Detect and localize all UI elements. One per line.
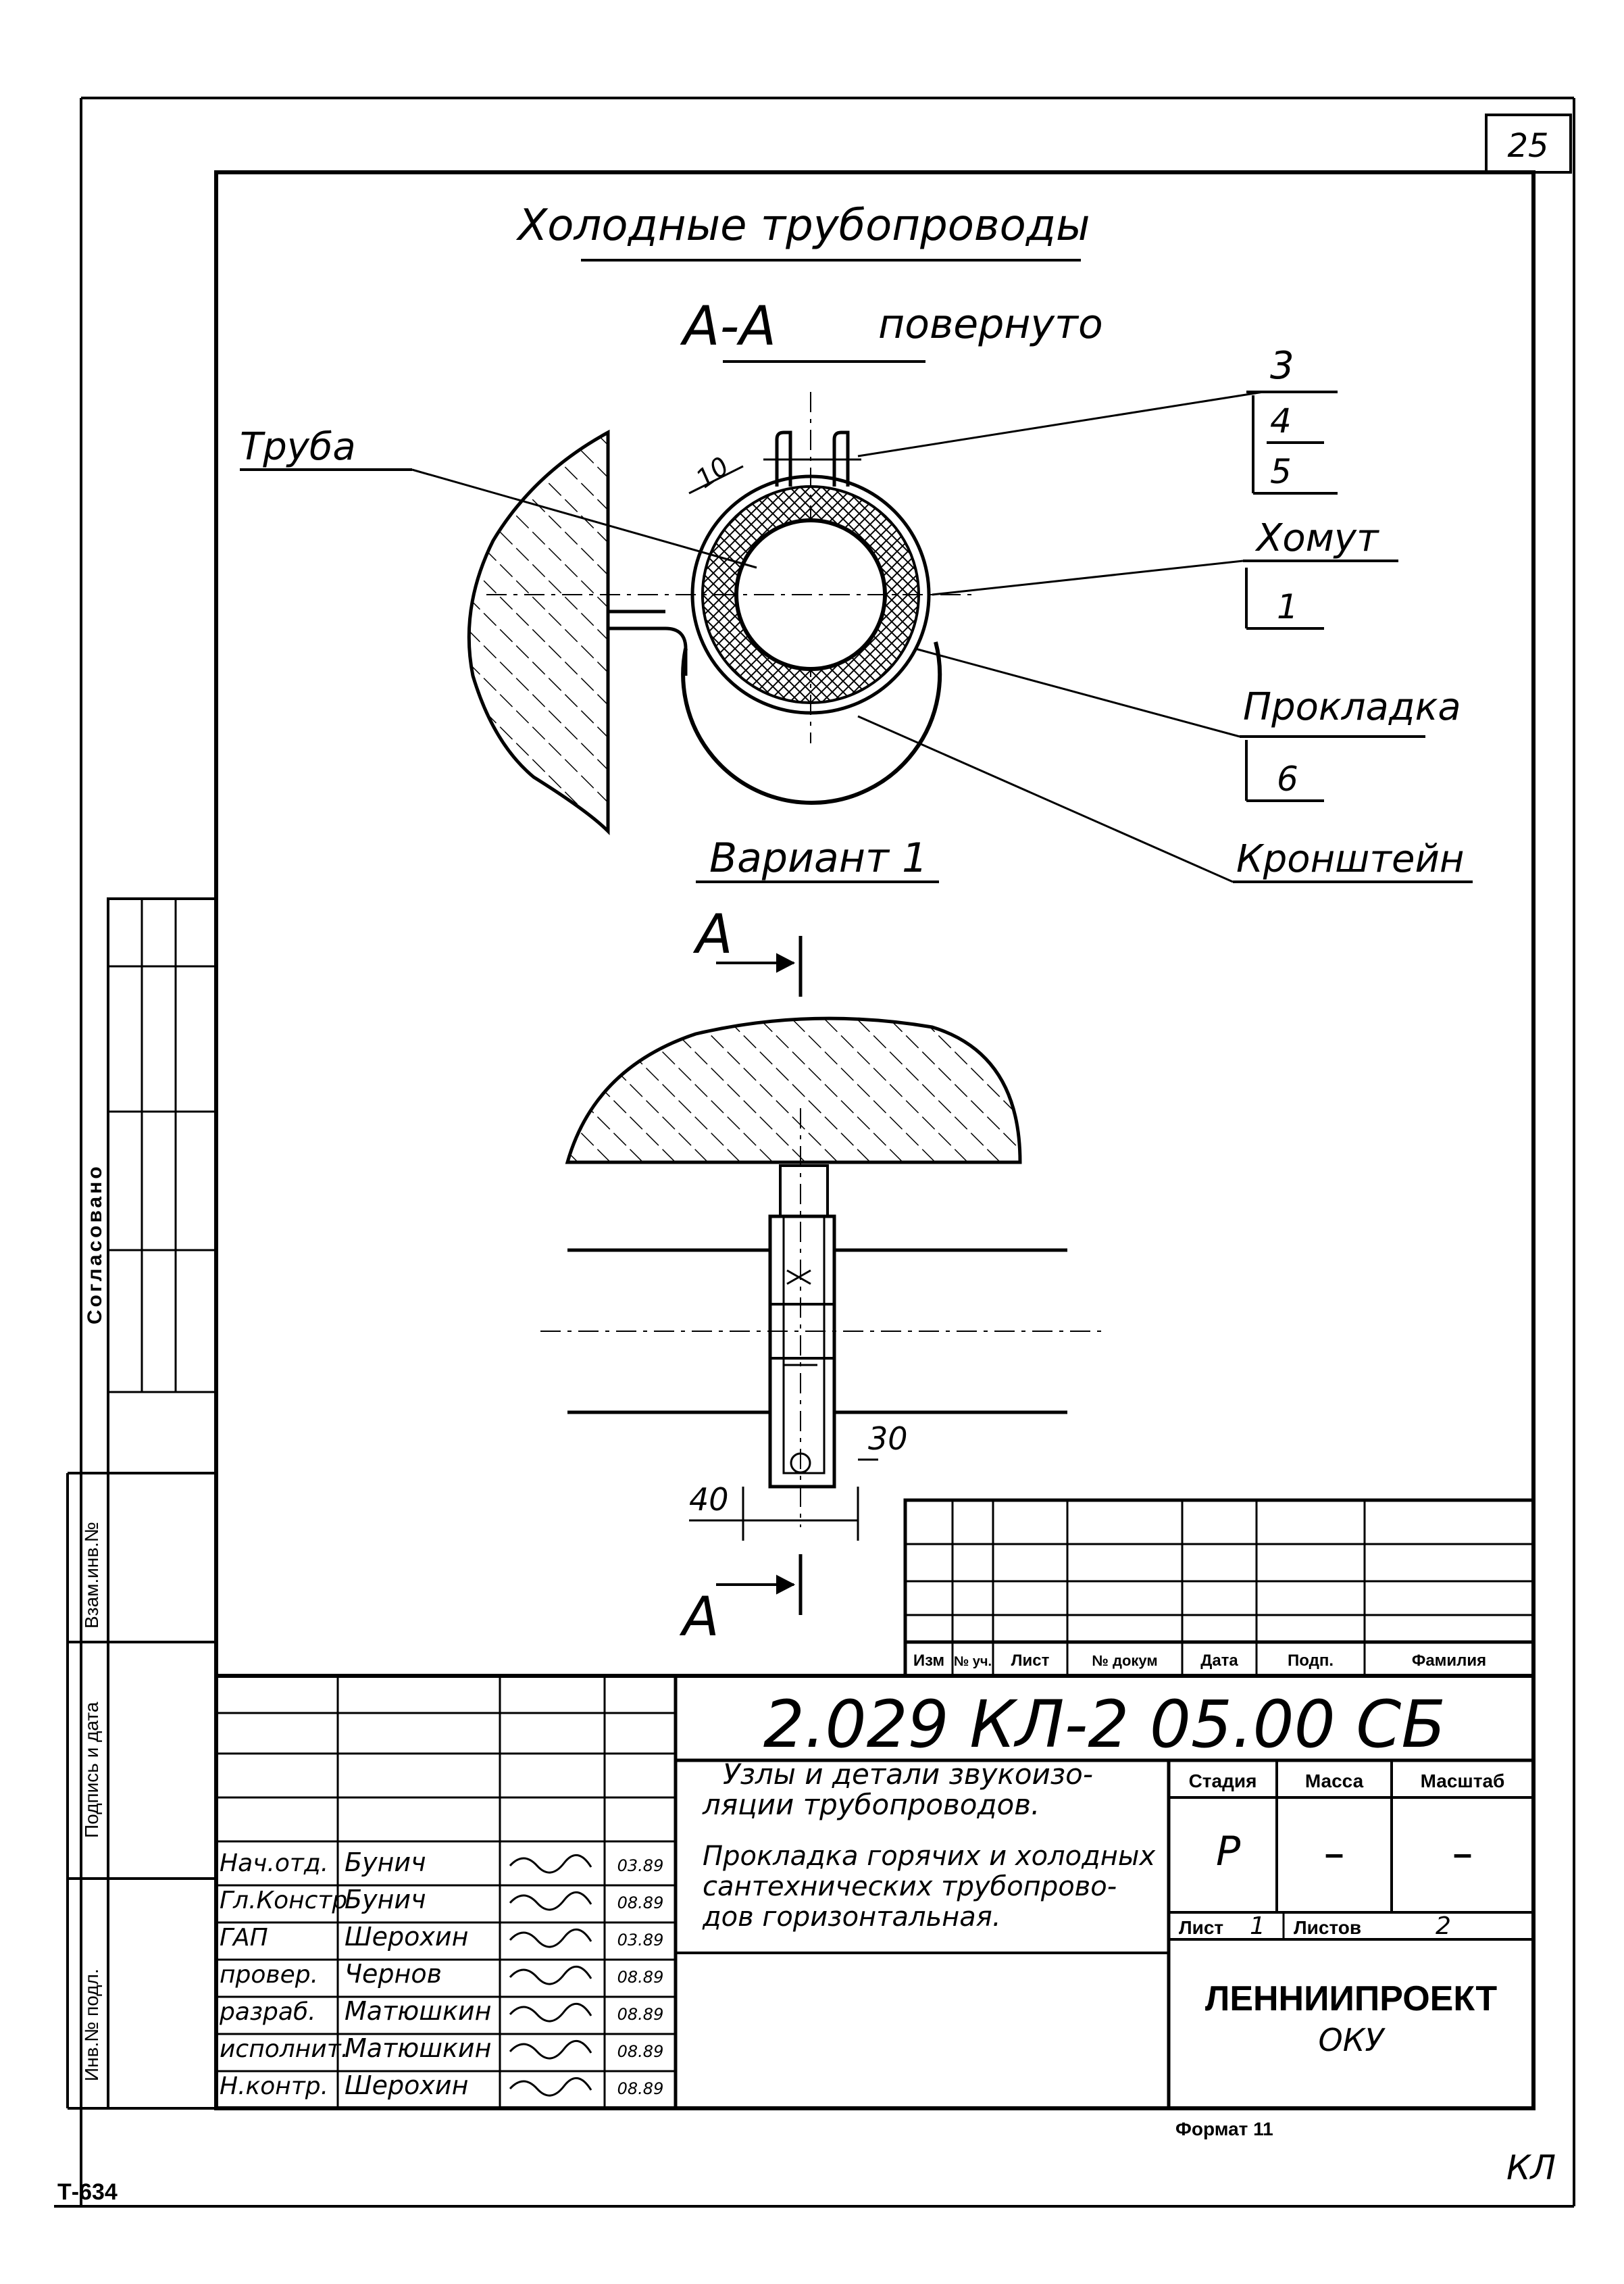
staff-date: 03.89 xyxy=(617,1856,664,1875)
rev-col-familiya: Фамилия xyxy=(1412,1652,1486,1670)
ceiling-section xyxy=(565,1016,1022,1164)
staff-signature xyxy=(509,2077,592,2097)
staff-role: Нач.отд. xyxy=(220,1849,328,1877)
side-stamp: Согласовано Взам.инв.№ Подпись и дата Ин… xyxy=(66,897,218,2110)
drawing-title: Холодные трубопроводы xyxy=(515,201,1090,251)
title-block xyxy=(214,1674,1536,2110)
callout-truba: Труба xyxy=(240,425,356,469)
staff-role: Гл.Констр xyxy=(220,1887,347,1914)
staff-role: провер. xyxy=(220,1961,318,1989)
staff-date: 03.89 xyxy=(617,1931,664,1950)
stage-header: Стадия xyxy=(1189,1770,1257,1791)
callout-khomut: Хомут xyxy=(1254,516,1379,560)
desc-line-3: дов горизонтальная. xyxy=(702,1902,1001,1933)
callout-345-leader xyxy=(857,391,1264,457)
rev-col-podp: Подп. xyxy=(1288,1652,1334,1670)
clamp-lug-left xyxy=(775,430,792,487)
staff-name: Шерохин xyxy=(345,1922,468,1952)
staff-signature xyxy=(509,1929,592,1948)
variant-label: Вариант 1 xyxy=(709,835,928,882)
callout-kronshtein-leader xyxy=(857,715,1234,883)
section-note: повернуто xyxy=(878,301,1103,348)
dim-10: 10 xyxy=(690,451,734,494)
section-label: А-А xyxy=(680,295,776,357)
sheet-number-box xyxy=(1485,114,1572,174)
staff-role: Н.контр. xyxy=(220,2072,328,2100)
agreed-label: Согласовано xyxy=(84,1164,106,1324)
rev-col-list: Лист xyxy=(1011,1652,1050,1670)
bottom-right-mark: КЛ xyxy=(1506,2148,1556,2187)
staff-signature xyxy=(509,2040,592,2060)
corner-code: Т-634 xyxy=(57,2179,118,2205)
callout-ref-1: 1 xyxy=(1277,587,1298,626)
format-label: Формат 11 xyxy=(1175,2118,1273,2139)
sheet-label: Лист xyxy=(1179,1917,1223,1938)
callout-khomut-leader xyxy=(932,560,1244,596)
name-line-1: Узлы и детали звукоизо- xyxy=(723,1758,1093,1791)
staff-date: 08.89 xyxy=(617,2042,664,2061)
staff-date: 08.89 xyxy=(617,1893,664,1912)
sheets-label: Листов xyxy=(1294,1917,1361,1938)
staff-date: 08.89 xyxy=(617,2079,664,2098)
staff-role: исполнит. xyxy=(220,2035,349,2063)
rev-col-dokum: № докум xyxy=(1092,1652,1157,1669)
callout-ref-5: 5 xyxy=(1270,452,1292,491)
org-line-1: ЛЕННИИПРОЕКТ xyxy=(1205,1979,1498,2018)
mass-header: Масса xyxy=(1305,1770,1364,1791)
cut-mark-top: А xyxy=(692,903,733,966)
staff-name: Шерохин xyxy=(345,2070,468,2100)
staff-date: 08.89 xyxy=(617,2005,664,2024)
staff-date: 08.89 xyxy=(617,1968,664,1987)
swap-inv-label: Взам.инв.№ xyxy=(81,1522,102,1629)
revision-table: Изм № уч. Лист № докум Дата Подп. Фамили… xyxy=(903,1498,1536,1678)
staff-signature xyxy=(509,1891,592,1911)
staff-name: Бунич xyxy=(345,1885,426,1914)
staff-name: Бунич xyxy=(345,1847,426,1877)
staff-name: Чернов xyxy=(345,1959,442,1989)
cut-mark-bottom: А xyxy=(679,1585,719,1648)
staff-signature xyxy=(509,1854,592,1874)
desc-line-2: сантехнических трубопрово- xyxy=(703,1871,1117,1902)
dim-40: 40 xyxy=(689,1481,729,1518)
clamp-lug-right xyxy=(832,430,850,487)
clamp-ring xyxy=(690,474,931,715)
sheet-value: 1 xyxy=(1250,1912,1265,1940)
sheets-value: 2 xyxy=(1436,1912,1451,1940)
rev-col-izm: Изм xyxy=(913,1652,944,1670)
rev-col-uch: № уч. xyxy=(954,1654,992,1669)
name-line-2: ляции трубопроводов. xyxy=(702,1788,1040,1821)
staff-name: Матюшкин xyxy=(345,1996,491,2026)
bracket-ring xyxy=(681,641,942,805)
desc-line-1: Прокладка горячих и холодных xyxy=(703,1841,1155,1872)
inv-orig-label: Инв.№ подл. xyxy=(81,1968,102,2081)
dim-10-leader xyxy=(688,465,744,495)
staff-signature xyxy=(509,2003,592,2022)
staff-name: Матюшкин xyxy=(345,2033,491,2063)
wall-section xyxy=(467,429,610,836)
staff-role: ГАП xyxy=(220,1924,268,1952)
stage-value: Р xyxy=(1216,1828,1241,1875)
scale-header: Масштаб xyxy=(1421,1770,1505,1791)
staff-role: разраб. xyxy=(219,1998,316,2026)
bracket-arm xyxy=(608,626,688,676)
callout-ref-3: 3 xyxy=(1270,344,1294,388)
callout-truba-arrow xyxy=(411,468,757,569)
dim-30: 30 xyxy=(868,1420,908,1457)
callout-ref-6: 6 xyxy=(1277,760,1298,799)
callout-ref-4: 4 xyxy=(1270,401,1292,441)
mass-value: – xyxy=(1325,1835,1344,1872)
rev-col-data: Дата xyxy=(1200,1652,1238,1670)
callout-prokladka: Прокладка xyxy=(1243,685,1461,729)
org-line-2: ОКУ xyxy=(1319,2022,1386,2058)
staff-signature xyxy=(509,1966,592,1985)
callout-kronshtein: Кронштейн xyxy=(1236,837,1465,881)
sign-date-label: Подпись и дата xyxy=(81,1702,102,1838)
scale-value: – xyxy=(1453,1835,1472,1872)
sheet-number: 25 xyxy=(1507,127,1548,165)
callout-prokladka-leader xyxy=(915,647,1240,738)
designation: 2.029 КЛ-2 05.00 СБ xyxy=(763,1687,1446,1762)
